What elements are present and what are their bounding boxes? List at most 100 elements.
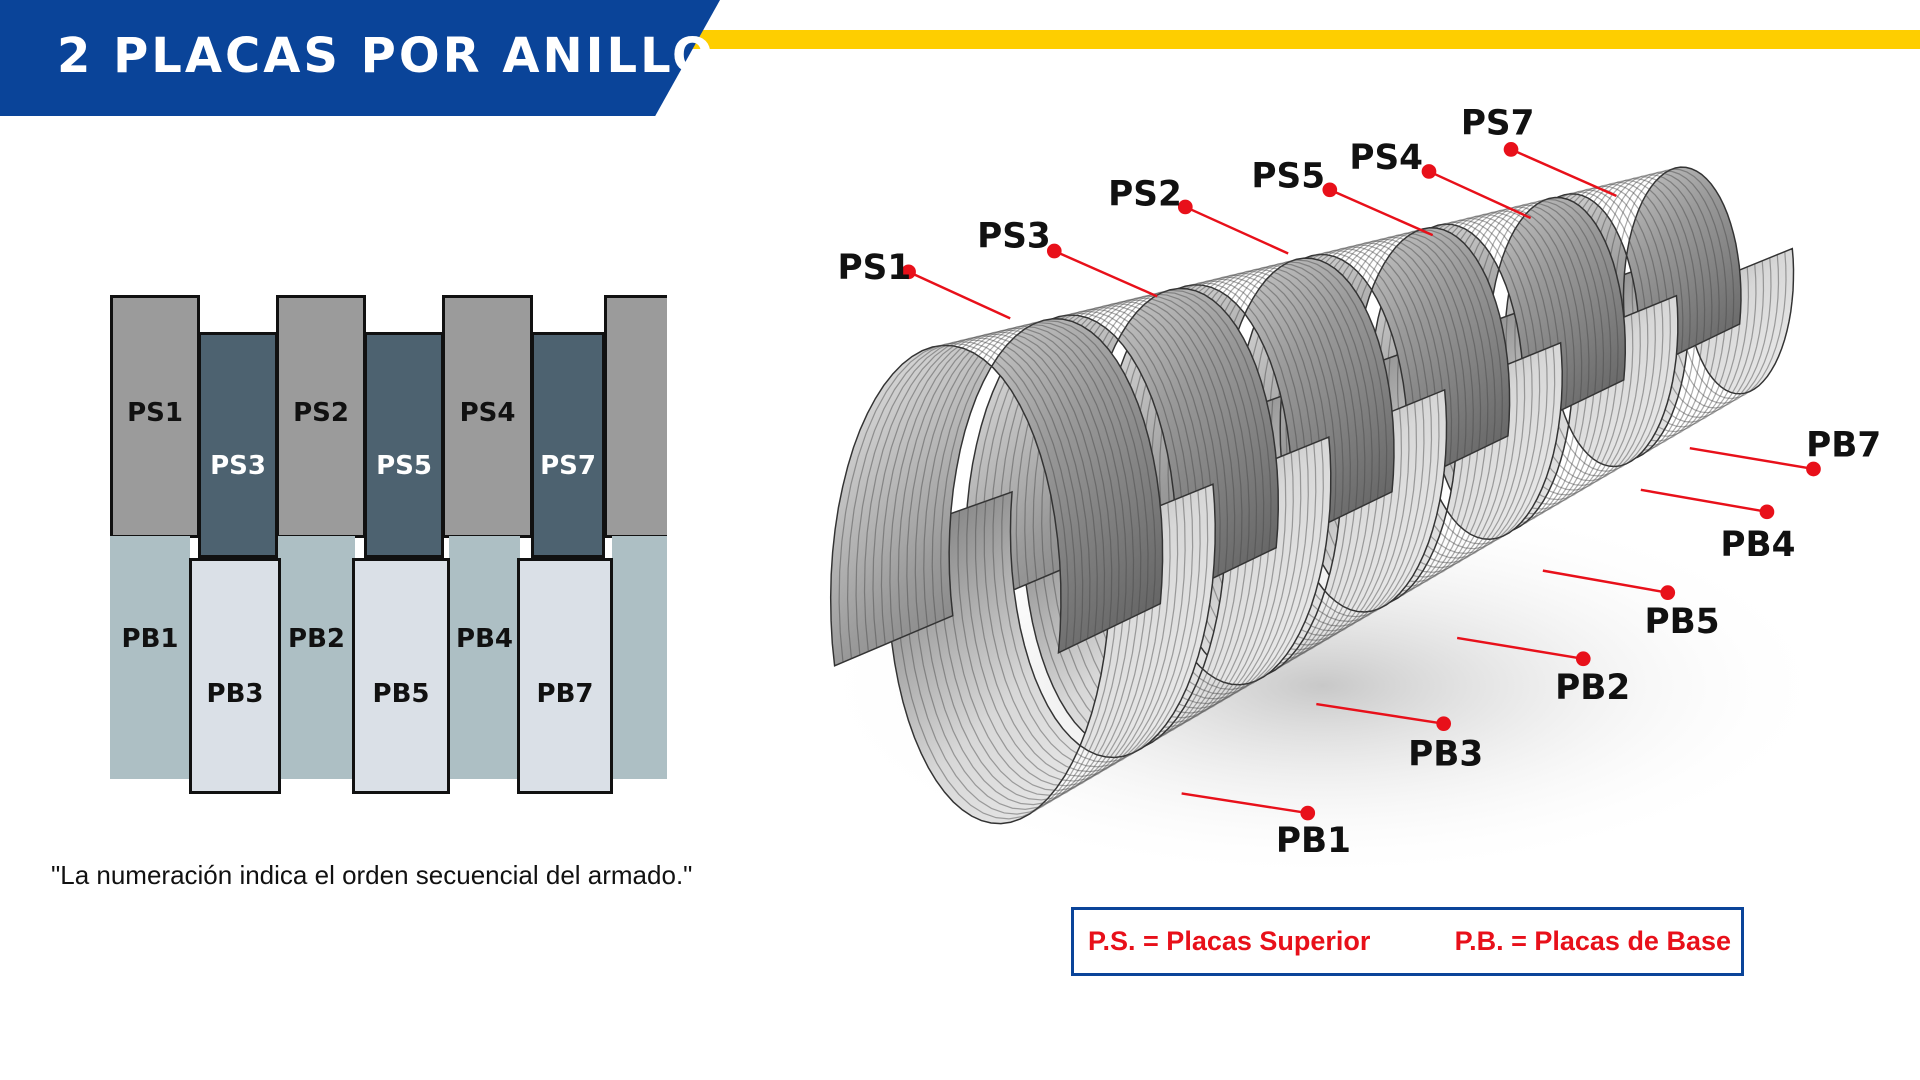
corrugation-line <box>872 335 1098 648</box>
corrugation-line <box>1377 221 1532 435</box>
plate-pb4: PB4 <box>449 536 520 779</box>
leader-line-pb5 <box>1542 569 1668 594</box>
label-ps1: PS1 <box>838 248 912 288</box>
corrugation-line <box>1260 248 1431 485</box>
leader-line-pb7 <box>1689 446 1814 471</box>
label-pb2: PB2 <box>1555 668 1630 708</box>
corrugation-line <box>998 306 1207 595</box>
corrugation-line <box>846 340 1077 659</box>
plate-ps3: PS3 <box>198 332 278 558</box>
plate-label: PB2 <box>288 624 345 654</box>
corrugation-line <box>1024 301 1229 584</box>
leader-line-ps2 <box>1184 205 1289 255</box>
legend-box: P.S. = Placas Superior P.B. = Placas de … <box>1071 907 1744 976</box>
plate-label: PB5 <box>372 679 430 709</box>
leader-line-ps5 <box>1329 188 1434 237</box>
plate-pb7: PB7 <box>517 558 613 794</box>
corrugation-line <box>973 312 1185 606</box>
plate-next-bottom <box>612 536 667 779</box>
marker-dot-pb4 <box>1759 504 1775 520</box>
corrugation-line <box>992 490 1201 768</box>
plate-label: PS4 <box>459 398 516 428</box>
marker-dot-ps7 <box>1503 142 1519 157</box>
corrugation-line <box>914 325 1135 631</box>
label-pb1: PB1 <box>1276 821 1351 861</box>
leader-line-ps4 <box>1428 170 1532 220</box>
marker-dot-pb3 <box>1436 716 1452 732</box>
title-banner <box>0 0 720 116</box>
corrugation-line <box>1614 168 1735 335</box>
corrugation-line <box>897 329 1120 638</box>
label-pb4: PB4 <box>1720 525 1795 565</box>
corrugation-line <box>931 321 1149 623</box>
legend-pb: P.B. = Placas de Base <box>1454 926 1731 956</box>
corrugation-line <box>896 523 1119 820</box>
label-ps2: PS2 <box>1108 175 1182 215</box>
plate-next-top <box>604 295 667 538</box>
leader-line-pb2 <box>1456 636 1584 660</box>
plate-label: PS3 <box>210 451 266 481</box>
corrugation-line <box>1001 487 1209 763</box>
plate-pb5: PB5 <box>352 558 450 794</box>
corrugation-line <box>880 333 1106 645</box>
marker-dot-pb2 <box>1575 651 1591 667</box>
leader-line-pb4 <box>1640 488 1768 514</box>
marker-dot-ps1 <box>901 264 916 280</box>
legend-ps: P.S. = Placas Superior <box>1088 926 1371 956</box>
plate-pb1: PB1 <box>110 536 190 779</box>
plate-label: PB7 <box>536 679 594 709</box>
plate-label: PB3 <box>206 679 264 709</box>
corrugation-line <box>863 337 1091 652</box>
marker-dot-pb7 <box>1806 461 1821 477</box>
plate-label: PS2 <box>293 398 349 428</box>
plate-ps7: PS7 <box>531 332 605 558</box>
corrugation-line <box>855 339 1084 656</box>
corrugation-line <box>1015 303 1221 588</box>
plate-label: PB4 <box>456 624 513 654</box>
marker-dot-ps5 <box>1322 182 1338 198</box>
upper-plate <box>829 317 1164 667</box>
label-pb3: PB3 <box>1408 734 1483 774</box>
corrugation-line <box>904 520 1126 815</box>
corrugation-line <box>974 496 1186 777</box>
plate-ps5: PS5 <box>364 332 444 558</box>
marker-dot-ps3 <box>1046 243 1062 259</box>
corrugation-line <box>913 517 1134 811</box>
label-ps5: PS5 <box>1251 156 1325 196</box>
page-title: 2 PLACAS POR ANILLO <box>57 28 716 84</box>
marker-dot-ps4 <box>1421 164 1437 179</box>
leader-line-ps1 <box>908 270 1011 320</box>
leader-line-pb3 <box>1316 702 1444 725</box>
corrugation-line <box>939 508 1156 796</box>
plate-label: PS1 <box>127 398 183 428</box>
marker-dot-pb5 <box>1660 585 1676 600</box>
plate-pb2: PB2 <box>278 536 355 779</box>
corrugation-line <box>983 493 1194 773</box>
marker-dot-pb1 <box>1300 805 1316 821</box>
plate-pb3: PB3 <box>189 558 281 794</box>
corrugation-line <box>906 327 1127 634</box>
leader-line-ps7 <box>1510 148 1617 198</box>
leader-line-pb1 <box>1181 792 1308 815</box>
corrugation-line <box>923 323 1142 627</box>
plate-label: PS5 <box>376 451 432 481</box>
label-ps4: PS4 <box>1349 138 1423 178</box>
corrugation-line <box>1007 304 1214 591</box>
label-ps3: PS3 <box>977 216 1051 256</box>
label-pb5: PB5 <box>1644 602 1719 642</box>
corrugation-line <box>957 502 1171 787</box>
plate-ps2: PS2 <box>276 295 366 538</box>
corrugation-line <box>940 320 1156 620</box>
label-ps7: PS7 <box>1461 104 1535 144</box>
label-pb7: PB7 <box>1806 426 1881 466</box>
caption: "La numeración indica el orden secuencia… <box>51 860 693 890</box>
leader-line-ps3 <box>1053 249 1158 298</box>
corrugation-line <box>990 308 1199 599</box>
corrugation-line <box>889 331 1113 641</box>
plate-label: PS7 <box>540 451 596 481</box>
corrugation-line <box>931 511 1149 801</box>
corrugation-line <box>966 499 1179 782</box>
accent-stripe <box>690 30 1920 49</box>
marker-dot-ps2 <box>1177 199 1193 215</box>
corrugation-line <box>922 514 1141 806</box>
